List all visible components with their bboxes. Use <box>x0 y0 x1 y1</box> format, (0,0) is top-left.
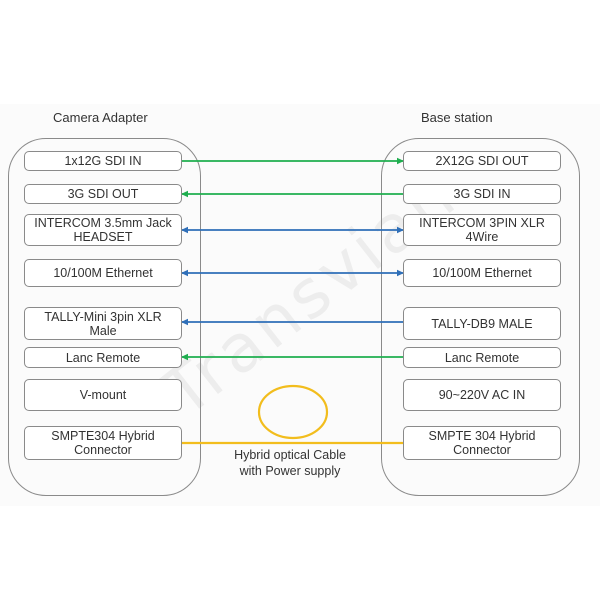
cable-label-line1: Hybrid optical Cable <box>234 448 346 462</box>
cable-label-line2: with Power supply <box>239 464 341 478</box>
port-label: 3G SDI OUT <box>67 187 139 201</box>
port-label: 10/100M Ethernet <box>432 266 532 280</box>
right-port-intercom: INTERCOM 3PIN XLR 4Wire <box>403 214 561 246</box>
left-port-ethernet: 10/100M Ethernet <box>24 259 182 287</box>
right-port-sdi-out: 2X12G SDI OUT <box>403 151 561 171</box>
port-label-line2: HEADSET <box>73 230 133 244</box>
left-port-intercom: INTERCOM 3.5mm Jack HEADSET <box>24 214 182 246</box>
right-port-smpte-connector: SMPTE 304 Hybrid Connector <box>403 426 561 460</box>
right-port-tally: TALLY-DB9 MALE <box>403 307 561 340</box>
port-label: 3G SDI IN <box>453 187 511 201</box>
port-label: INTERCOM 3PIN XLR <box>419 216 545 230</box>
left-port-3g-sdi-out: 3G SDI OUT <box>24 184 182 204</box>
left-port-v-mount: V-mount <box>24 379 182 411</box>
camera-adapter-title: Camera Adapter <box>53 110 148 125</box>
left-port-tally: TALLY-Mini 3pin XLR Male <box>24 307 182 340</box>
port-label: Lanc Remote <box>444 350 520 365</box>
port-label-line2: 4Wire <box>465 230 499 244</box>
base-station-title: Base station <box>421 110 493 125</box>
right-port-ethernet: 10/100M Ethernet <box>403 259 561 287</box>
port-label: 1x12G SDI IN <box>64 154 142 168</box>
right-port-lanc-remote: Lanc Remote <box>403 347 561 368</box>
port-label: SMPTE304 Hybrid <box>51 429 155 443</box>
port-label: 10/100M Ethernet <box>53 266 153 280</box>
cable-coil <box>257 384 329 440</box>
port-label: Lanc Remote <box>65 350 141 365</box>
left-port-lanc-remote: Lanc Remote <box>24 347 182 368</box>
left-port-smpte-connector: SMPTE304 Hybrid Connector <box>24 426 182 460</box>
port-label: INTERCOM 3.5mm Jack <box>34 216 172 230</box>
port-label: 2X12G SDI OUT <box>435 154 529 168</box>
port-label-line2: Connector <box>74 443 132 457</box>
port-label: TALLY-DB9 MALE <box>431 316 533 331</box>
port-label-line2: Male <box>89 323 117 338</box>
port-label: SMPTE 304 Hybrid <box>428 429 536 443</box>
port-label-line2: Connector <box>453 443 511 457</box>
left-port-sdi-in: 1x12G SDI IN <box>24 151 182 171</box>
port-label: V-mount <box>79 388 127 402</box>
port-label: TALLY-Mini 3pin XLR <box>44 309 162 324</box>
port-label: 90~220V AC IN <box>438 388 526 402</box>
cable-label: Hybrid optical Cable with Power supply <box>220 447 360 479</box>
right-port-ac-in: 90~220V AC IN <box>403 379 561 411</box>
right-port-3g-sdi-in: 3G SDI IN <box>403 184 561 204</box>
